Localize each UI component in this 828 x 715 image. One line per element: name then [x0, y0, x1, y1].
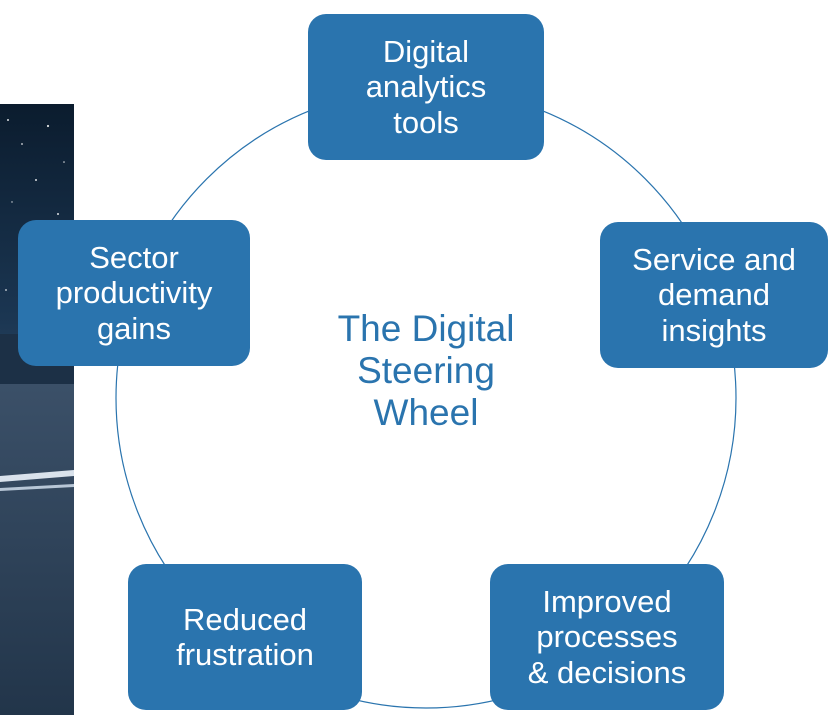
node-label: Sector productivity gains	[55, 240, 213, 346]
node-digital-analytics-tools: Digital analytics tools	[308, 14, 544, 160]
center-title: The Digital Steering Wheel	[337, 308, 515, 434]
node-label: Service and demand insights	[632, 242, 796, 348]
node-service-and-demand-insights: Service and demand insights	[600, 222, 828, 368]
node-label: Reduced frustration	[176, 601, 314, 672]
node-reduced-frustration: Reduced frustration	[128, 564, 362, 710]
node-label: Digital analytics tools	[365, 34, 487, 140]
node-label: Improved processes & decisions	[527, 584, 687, 690]
node-sector-productivity-gains: Sector productivity gains	[18, 220, 250, 366]
node-improved-processes-decisions: Improved processes & decisions	[490, 564, 724, 710]
